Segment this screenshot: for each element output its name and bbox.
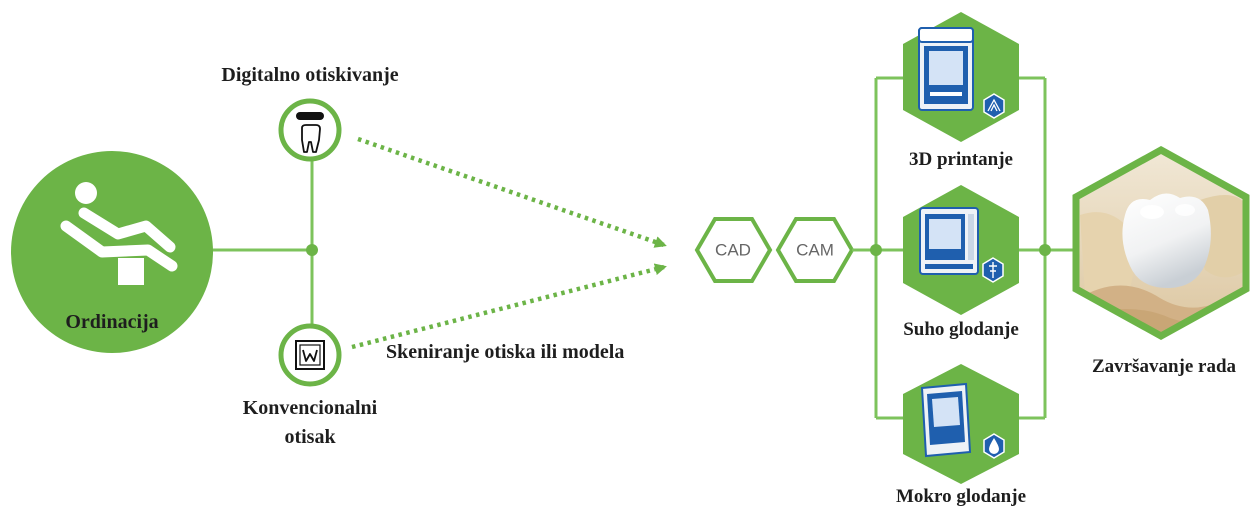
digital-scan-arrow xyxy=(357,136,667,248)
practice-label: Ordinacija xyxy=(65,311,159,333)
printing-label: 3D printanje xyxy=(909,149,1013,170)
digital-impression-node xyxy=(278,98,342,162)
dry-milling-label: Suho glodanje xyxy=(903,319,1019,340)
cad-label: CAD xyxy=(715,240,751,259)
practice-node xyxy=(11,151,213,353)
impression-tray-icon xyxy=(295,340,325,370)
finishing-hex-frame xyxy=(1072,146,1250,340)
finishing-node xyxy=(1072,146,1250,340)
conventional-impression-label: Konvencionalni otisak xyxy=(242,397,378,448)
wet-milling-node xyxy=(903,364,1019,484)
dental-crown-photo xyxy=(1076,150,1246,336)
finishing-label: Završavanje rada xyxy=(1091,356,1237,377)
junction-dot xyxy=(870,244,882,256)
junction-dot xyxy=(1039,244,1051,256)
digital-impression-label: Digitalno otiskivanje xyxy=(221,64,399,86)
scan-step-label: Skeniranje otiska ili modela xyxy=(386,341,625,363)
printing-node xyxy=(903,12,1019,142)
wet-milling-machine-icon xyxy=(920,382,1005,459)
cam-node: CAM xyxy=(775,217,855,283)
junction-dot xyxy=(306,244,318,256)
conventional-impression-node xyxy=(278,323,342,387)
dental-chair-icon xyxy=(60,182,178,285)
dry-milling-machine-icon xyxy=(919,207,1004,283)
wet-milling-label: Mokro glodanje xyxy=(895,486,1026,507)
cam-label: CAM xyxy=(796,240,834,259)
dry-milling-node xyxy=(903,185,1019,315)
intraoral-scanner-icon xyxy=(296,112,324,153)
cad-node: CAD xyxy=(694,217,773,283)
3d-printer-icon xyxy=(918,27,1005,119)
model-scan-arrow xyxy=(351,263,667,350)
